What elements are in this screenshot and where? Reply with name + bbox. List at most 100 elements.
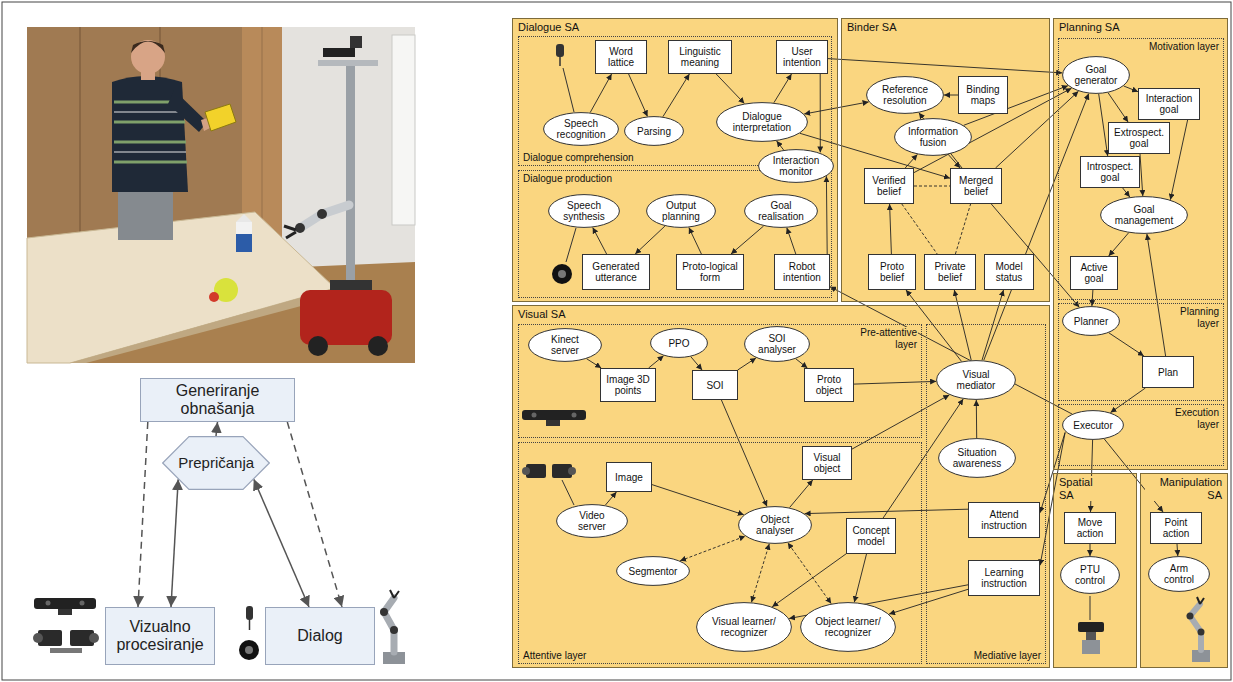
connector [948, 155, 960, 169]
node-label: Arm control [1157, 563, 1202, 585]
node-label: Extrospect. goal [1112, 127, 1166, 149]
data-box: Generated utterance [582, 254, 650, 290]
layer-region: Pre-attentive layerKinect serverPPOSOI a… [518, 324, 922, 438]
node-label: Video server [566, 510, 618, 532]
node-label: Plan [1146, 367, 1190, 378]
data-box: SOI [692, 370, 738, 400]
ellipse-shape [549, 195, 620, 228]
process-ellipse: Dialogue interpretation [716, 102, 808, 142]
node-label: Object learner/ recognizer [813, 616, 882, 638]
ellipse-shape [557, 505, 628, 538]
layer-region: Mediative layerVisual mediatorSituation … [926, 324, 1046, 664]
ellipse-shape [939, 439, 1016, 478]
node-label: User intention [780, 46, 824, 68]
node-label: Generiranje obnašanja [144, 382, 291, 417]
node-label: Image [610, 472, 648, 483]
node-label: Goal realisation [754, 200, 807, 222]
layer-region: Motivation layerGoal generatorInteractio… [1058, 38, 1224, 300]
process-ellipse: Goal realisation [744, 194, 818, 228]
connector [804, 102, 868, 114]
subarchitecture-panel: Binder SAReference resolutionBinding map… [841, 18, 1050, 302]
connector [605, 492, 616, 505]
layer-label: Planning layer [1172, 306, 1220, 329]
layer-label: Pre-attentive layer [846, 327, 918, 350]
connector [796, 359, 808, 368]
connector [976, 400, 977, 438]
connector [721, 400, 767, 506]
node-label: Model status [988, 261, 1030, 283]
layer-label: Dialogue comprehension [522, 152, 635, 164]
layer-label: Motivation layer [1148, 41, 1220, 53]
connector [1124, 86, 1138, 92]
ellipse-shape [745, 195, 818, 228]
connector [906, 290, 962, 361]
data-box: Proto-logical form [676, 254, 744, 290]
connector [854, 381, 936, 384]
ellipse-shape [544, 113, 619, 146]
connector [805, 509, 968, 513]
data-box: Merged belief [950, 168, 1002, 204]
process-ellipse: Executor [1062, 410, 1124, 440]
connector [287, 422, 342, 607]
node-label: Attend instruction [972, 509, 1036, 531]
data-box: Private belief [924, 254, 976, 290]
process-ellipse: Output planning [646, 194, 716, 228]
node-label: Kinect server [538, 334, 591, 356]
process-ellipse: Planner [1062, 306, 1120, 336]
node-label: Image 3D points [604, 374, 652, 396]
process-ellipse: Segmentor [616, 556, 690, 586]
layer-region: Dialogue productionSpeech synthesisOutpu… [518, 170, 832, 298]
connector [955, 204, 970, 254]
ellipse-shape [651, 329, 708, 358]
node-label: Proto object [808, 374, 850, 396]
node-label: Proto belief [872, 261, 912, 283]
node-label: Generated utterance [586, 261, 646, 283]
node-label: Word lattice [599, 46, 643, 68]
connector [826, 176, 828, 254]
data-box: Linguistic meaning [668, 40, 732, 74]
data-box: Move action [1064, 512, 1116, 544]
node-label: Robot intention [778, 261, 826, 283]
connector [774, 74, 792, 103]
connector [587, 359, 602, 368]
process-ellipse: Parsing [624, 116, 684, 146]
connector [716, 74, 744, 104]
connector [889, 589, 968, 614]
photo [27, 27, 415, 363]
data-box: Extrospect. goal [1108, 122, 1170, 154]
data-box: Visual object [802, 446, 852, 480]
connector [138, 422, 148, 607]
node-label: Interaction goal [1142, 93, 1196, 115]
ellipse-shape [1063, 57, 1130, 94]
panel-heading: Spatial SA [1058, 476, 1104, 501]
connector [171, 479, 178, 607]
connector [649, 356, 664, 368]
connector [1108, 93, 1128, 122]
data-box: Concept model [846, 518, 896, 554]
process-ellipse: Object analyser [738, 506, 812, 544]
node-label: Concept model [850, 525, 892, 547]
data-box: Word lattice [595, 40, 647, 74]
ellipse-shape [867, 77, 944, 114]
panel-fills [512, 18, 1228, 668]
connector [691, 357, 702, 370]
ellipse-shape [617, 557, 690, 586]
left-icons [33, 590, 405, 664]
data-box: Interaction goal [1138, 88, 1200, 120]
node-label: Move action [1068, 517, 1112, 539]
subarchitecture-panel: Manipulation SAPoint actionArm control [1140, 473, 1228, 668]
data-box: User intention [776, 40, 828, 74]
node-label: Dialogue interpretation [729, 111, 795, 133]
belief-hexagon: Prepričanja [162, 436, 270, 490]
connector [954, 290, 971, 360]
connector [914, 186, 950, 187]
node-label: Goal generator [1072, 64, 1121, 86]
node-label: Point action [1154, 517, 1198, 539]
node-label: Speech recognition [554, 118, 609, 140]
panel-fill [512, 18, 838, 302]
panel-heading: Visual SA [517, 308, 567, 321]
node-label: Goal management [1112, 204, 1175, 226]
layer-label: Execution layer [1166, 407, 1220, 430]
